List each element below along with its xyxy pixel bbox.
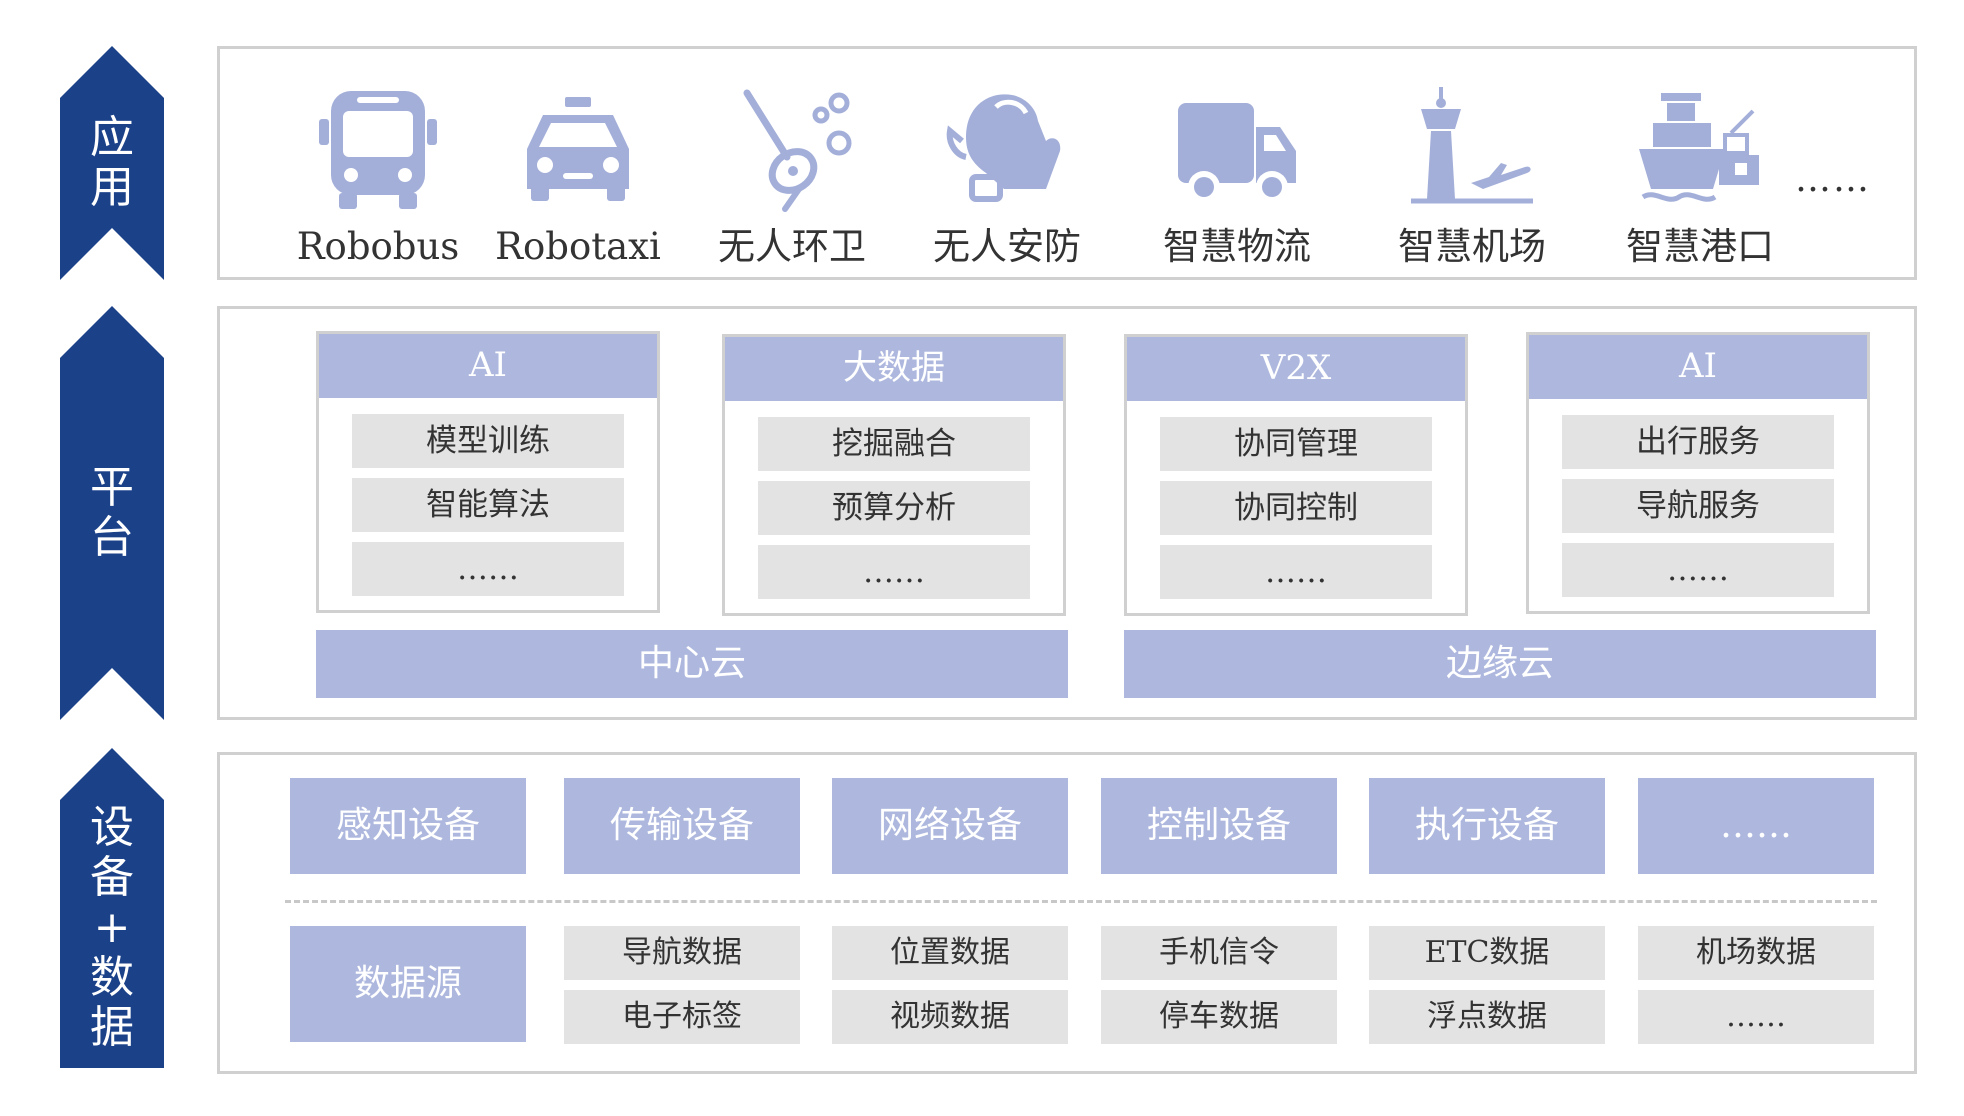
airport-tower-icon	[1411, 87, 1533, 204]
device-transmission: 传输设备	[564, 778, 800, 874]
device-control: 控制设备	[1101, 778, 1337, 874]
cargo-ship-icon	[1639, 93, 1759, 202]
platform-box-v2x: V2X 协同管理 协同控制 ……	[1124, 334, 1468, 616]
app-airport: 智慧机场	[1382, 85, 1562, 269]
bus-icon	[319, 91, 437, 209]
data-source-item: 停车数据	[1101, 990, 1337, 1044]
data-source-item: 电子标签	[564, 990, 800, 1044]
data-source-item: 机场数据	[1638, 926, 1874, 980]
platform-item: 导航服务	[1562, 479, 1834, 533]
data-source-item: 手机信令	[1101, 926, 1337, 980]
platform-item: 出行服务	[1562, 415, 1834, 469]
data-source-item: 浮点数据	[1369, 990, 1605, 1044]
platform-box-ai: AI 模型训练 智能算法 ……	[316, 331, 660, 613]
app-robotaxi: Robotaxi	[488, 85, 668, 269]
security-glove-icon	[946, 94, 1061, 202]
app-port: 智慧港口	[1610, 85, 1790, 269]
data-source-item: ETC数据	[1369, 926, 1605, 980]
data-source-item: 视频数据	[832, 990, 1068, 1044]
data-source-label: 数据源	[290, 926, 526, 1042]
edge-cloud-bar: 边缘云	[1124, 630, 1876, 698]
platform-item: 模型训练	[352, 414, 624, 468]
platform-side-label: 平 台	[90, 462, 134, 563]
app-more-ellipsis: ……	[1795, 159, 1871, 200]
app-security: 无人安防	[917, 85, 1097, 269]
sweeper-icon	[743, 89, 852, 212]
app-label: Robobus	[296, 225, 460, 268]
device-more: ……	[1638, 778, 1874, 874]
taxi-icon	[527, 97, 629, 201]
app-label: 无人环卫	[718, 225, 866, 268]
data-source-item: ……	[1638, 990, 1874, 1044]
app-label: Robotaxi	[495, 225, 661, 268]
platform-box-title: AI	[1529, 335, 1867, 399]
platform-chevron	[60, 306, 164, 720]
device-divider	[285, 900, 1877, 903]
platform-item: ……	[758, 545, 1030, 599]
app-sweeper: 无人环卫	[702, 85, 882, 269]
data-source-item: 导航数据	[564, 926, 800, 980]
device-perception: 感知设备	[290, 778, 526, 874]
platform-item: 协同管理	[1160, 417, 1432, 471]
platform-item: ……	[1562, 543, 1834, 597]
platform-item: 挖掘融合	[758, 417, 1030, 471]
app-robobus: Robobus	[288, 85, 468, 269]
platform-box-title: AI	[319, 334, 657, 398]
platform-item: 预算分析	[758, 481, 1030, 535]
center-cloud-bar: 中心云	[316, 630, 1068, 698]
app-label: 智慧物流	[1163, 225, 1311, 268]
platform-box-title: V2X	[1127, 337, 1465, 401]
app-label: 智慧港口	[1626, 225, 1774, 268]
platform-item: 智能算法	[352, 478, 624, 532]
platform-item: ……	[1160, 545, 1432, 599]
platform-item: ……	[352, 542, 624, 596]
truck-icon	[1178, 103, 1296, 203]
platform-item: 协同控制	[1160, 481, 1432, 535]
data-source-item: 位置数据	[832, 926, 1068, 980]
app-label: 智慧机场	[1398, 225, 1546, 268]
application-side-label: 应 用	[90, 112, 134, 213]
platform-box-bigdata: 大数据 挖掘融合 预算分析 ……	[722, 334, 1066, 616]
app-label: 无人安防	[933, 225, 1081, 268]
device-chevron	[60, 748, 164, 1068]
platform-box-ai-2: AI 出行服务 导航服务 ……	[1526, 332, 1870, 614]
platform-box-title: 大数据	[725, 337, 1063, 401]
application-frame: Robobus Robotaxi 无人环卫	[217, 46, 1917, 280]
device-network: 网络设备	[832, 778, 1068, 874]
device-side-label: 设 备 + 数 据	[90, 802, 134, 1053]
app-logistics: 智慧物流	[1147, 85, 1327, 269]
device-actuator: 执行设备	[1369, 778, 1605, 874]
